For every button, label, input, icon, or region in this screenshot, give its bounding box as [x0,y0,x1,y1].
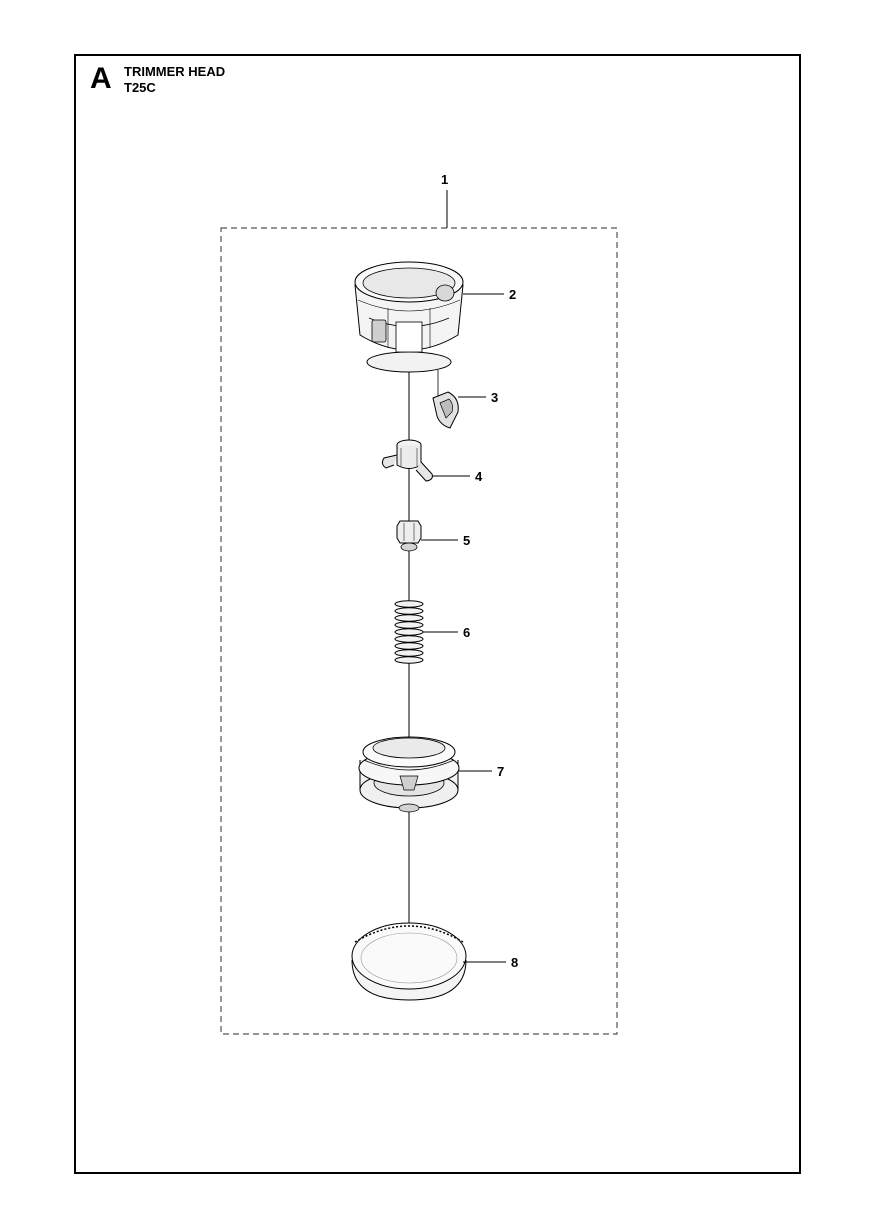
spool-part [358,736,460,813]
callout-1: 1 [441,172,448,187]
diagram-title: TRIMMER HEAD [124,64,226,79]
callout-7: 7 [497,764,504,779]
cover-part [351,922,467,1001]
callout-4: 4 [475,469,483,484]
callout-8: 8 [511,955,518,970]
callout-3: 3 [491,390,498,405]
eyelet-part [432,370,459,429]
nut-part [396,520,422,552]
assembly-boundary [220,227,618,1035]
callout-6: 6 [463,625,470,640]
spring-part [394,600,424,664]
model-number: T25C [124,80,156,95]
spring-clip-part [381,439,433,482]
section-letter: A [90,62,112,95]
housing-part [354,261,464,373]
callout-5: 5 [463,533,470,548]
page-frame [74,54,801,1174]
callout-2: 2 [509,287,516,302]
